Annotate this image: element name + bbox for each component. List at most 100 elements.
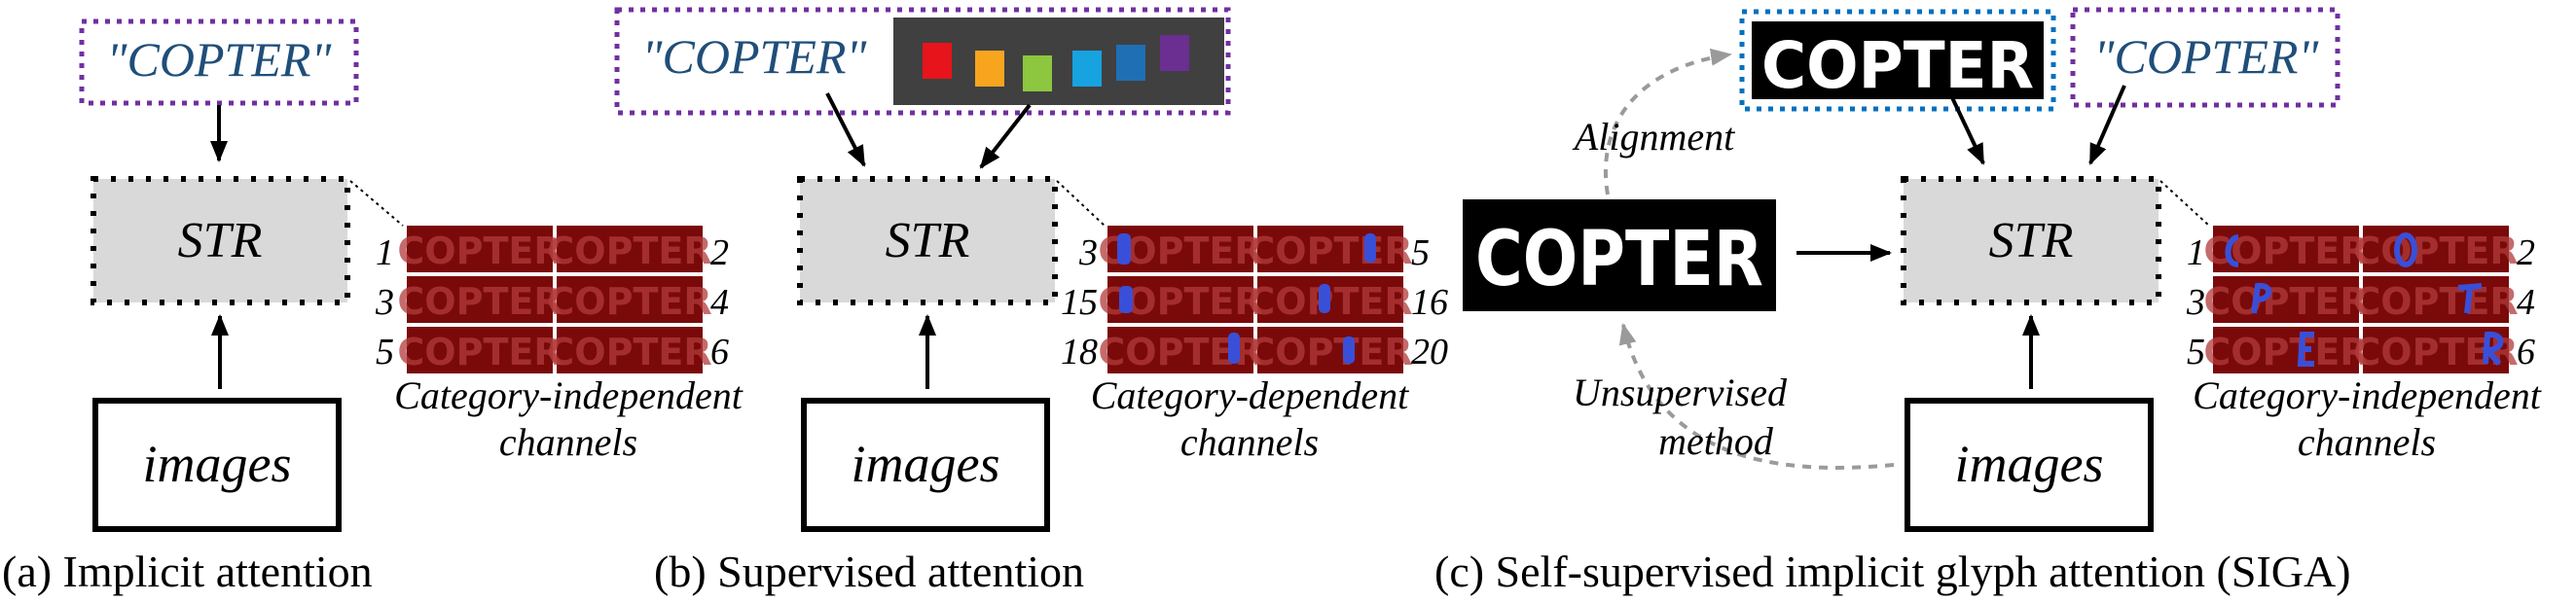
caption-a: (a) Implicit attention bbox=[2, 547, 373, 596]
str-label-b: STR bbox=[886, 213, 970, 268]
channel-tile bbox=[1257, 327, 1403, 373]
str-box-b bbox=[797, 176, 1058, 305]
label-box-b bbox=[614, 7, 1231, 116]
glyph-highlight bbox=[1343, 336, 1355, 364]
glyph-image bbox=[1752, 21, 2044, 99]
color-swatch bbox=[1023, 55, 1052, 91]
channel-number: 4 bbox=[710, 282, 729, 323]
channel-number: 5 bbox=[2187, 332, 2205, 372]
channel-number: 1 bbox=[376, 232, 394, 273]
channel-tile-text: COPTER bbox=[2203, 331, 2368, 373]
images-box-c bbox=[1905, 398, 2154, 532]
glyph-highlight bbox=[2251, 282, 2272, 314]
arrow-glyph-to-str-c bbox=[1947, 90, 1985, 165]
channel-number: 5 bbox=[1411, 232, 1430, 273]
channel-number: 15 bbox=[1061, 282, 1098, 323]
channel-number: 6 bbox=[710, 332, 729, 372]
channel-tile bbox=[1257, 226, 1403, 272]
input-word-image bbox=[1463, 199, 1776, 311]
input-word-text: COPTER bbox=[1475, 216, 1763, 303]
color-swatch bbox=[1116, 45, 1145, 81]
glyph-highlight bbox=[2394, 232, 2417, 267]
channel-tile-text: COPTER bbox=[2353, 230, 2518, 272]
glyph-highlight bbox=[2481, 331, 2504, 366]
channel-tile bbox=[557, 226, 703, 272]
label-box-c bbox=[2070, 7, 2340, 108]
channel-number: 3 bbox=[1078, 232, 1098, 273]
channel-number: 3 bbox=[2186, 282, 2205, 323]
panel-c: COPTER "COPTER" COPTER Alignment Unsuper… bbox=[1434, 7, 2542, 596]
channel-tile-text: COPTER bbox=[1248, 230, 1412, 272]
copter-label-b: "COPTER" bbox=[642, 29, 868, 84]
glyph-highlight bbox=[1228, 333, 1240, 364]
channel-tile-text: COPTER bbox=[547, 280, 711, 323]
color-swatch bbox=[1072, 51, 1102, 87]
color-swatch bbox=[1160, 35, 1189, 71]
panel-a: "COPTER" STR images COPTER COPTER COPTER… bbox=[2, 18, 744, 596]
images-box-b bbox=[801, 398, 1050, 532]
leader-line-b bbox=[1056, 180, 1106, 227]
channel-number: 4 bbox=[2517, 282, 2535, 323]
channel-tile bbox=[557, 276, 703, 323]
panel-b: "COPTER" STR images COPTER COPTER COPTER… bbox=[614, 7, 1448, 596]
channels-caption-a-line1: Category-independent bbox=[394, 373, 744, 417]
channel-tile bbox=[1107, 226, 1253, 272]
glyph-highlight bbox=[2457, 283, 2483, 314]
channels-caption-b-line2: channels bbox=[1180, 420, 1319, 464]
arrow-label-to-str-c bbox=[2088, 85, 2126, 165]
glyph-highlight bbox=[2225, 234, 2239, 267]
unsupervised-arrow bbox=[1618, 323, 1895, 470]
copter-label-c: "COPTER" bbox=[2094, 29, 2320, 84]
channel-tile-text: COPTER bbox=[1248, 331, 1412, 373]
images-label-a: images bbox=[143, 435, 292, 493]
label-box-a bbox=[79, 18, 359, 106]
glyph-highlight bbox=[1119, 286, 1133, 313]
str-box-a bbox=[91, 176, 350, 305]
alignment-label: Alignment bbox=[1572, 115, 1735, 159]
channel-tile bbox=[2213, 276, 2359, 323]
channel-grid-b: COPTER COPTER COPTER COPTER COPTER COPTE… bbox=[1098, 226, 1413, 373]
glyph-highlight bbox=[2297, 332, 2314, 367]
glyph-highlight bbox=[1319, 284, 1330, 313]
channel-tile bbox=[2363, 226, 2509, 272]
arrow-label-to-str-b bbox=[825, 92, 866, 167]
glyph-highlight bbox=[1117, 233, 1131, 265]
channels-caption-c-line1: Category-independent bbox=[2193, 373, 2542, 417]
caption-c: (c) Self-supervised implicit glyph atten… bbox=[1434, 547, 2351, 596]
glyph-highlight bbox=[1364, 233, 1376, 263]
unsupervised-label-line1: Unsupervised bbox=[1573, 371, 1788, 414]
channel-tile bbox=[2213, 327, 2359, 373]
channel-tile bbox=[407, 327, 553, 373]
images-label-c: images bbox=[1955, 435, 2104, 493]
images-box-a bbox=[92, 398, 342, 532]
channel-tile-text: COPTER bbox=[547, 230, 711, 272]
copter-label-a: "COPTER" bbox=[107, 32, 333, 87]
images-label-b: images bbox=[852, 435, 1000, 493]
arrow-colors-to-str-b bbox=[979, 103, 1032, 169]
channel-number: 1 bbox=[2187, 232, 2205, 273]
alignment-arrow bbox=[1603, 48, 1732, 195]
unsupervised-label-line2: method bbox=[1658, 419, 1774, 463]
str-label-a: STR bbox=[178, 213, 263, 268]
channel-number: 5 bbox=[376, 332, 394, 372]
channel-tile bbox=[2363, 276, 2509, 323]
glyph-box bbox=[1739, 9, 2056, 112]
channel-tile-text: COPTER bbox=[397, 230, 562, 272]
channel-tile bbox=[557, 327, 703, 373]
channel-number: 20 bbox=[1411, 332, 1448, 372]
channel-tile bbox=[407, 276, 553, 323]
channel-tile bbox=[407, 226, 553, 272]
channel-grid-a: COPTER COPTER COPTER COPTER COPTER COPTE… bbox=[397, 226, 712, 373]
color-swatch bbox=[923, 43, 952, 79]
channel-number: 3 bbox=[375, 282, 394, 323]
channel-tile-text: COPTER bbox=[2203, 280, 2368, 323]
channel-tile-text: COPTER bbox=[2353, 280, 2518, 323]
str-box-c bbox=[1901, 176, 2161, 305]
channels-caption-a-line2: channels bbox=[499, 420, 637, 464]
leader-line-c bbox=[2159, 180, 2210, 227]
glyph-image-text: COPTER bbox=[1761, 28, 2034, 103]
caption-b: (b) Supervised attention bbox=[654, 547, 1084, 596]
channel-tile-text: COPTER bbox=[547, 331, 711, 373]
channel-number: 16 bbox=[1411, 282, 1448, 323]
